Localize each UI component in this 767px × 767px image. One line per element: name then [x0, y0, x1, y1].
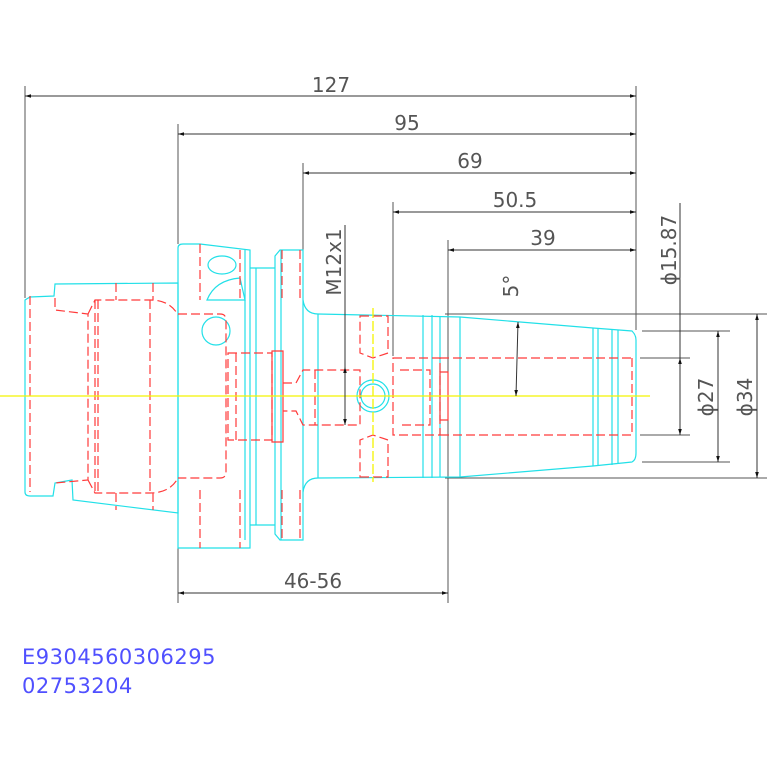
part-number: E9304560306295 — [22, 645, 216, 669]
dim-diameter-bore: ϕ15.87 — [657, 215, 681, 285]
dim-clamping-range: 46-56 — [284, 569, 342, 593]
dim-taper-angle: 5° — [499, 275, 523, 298]
dim-69: 69 — [457, 149, 482, 173]
dim-39: 39 — [530, 226, 555, 250]
dim-95: 95 — [394, 111, 419, 135]
dim-thread: M12x1 — [322, 228, 346, 295]
order-code: 02753204 — [22, 674, 133, 698]
dimension-lines — [25, 94, 759, 595]
dim-50-5: 50.5 — [493, 188, 538, 212]
hidden-lines — [29, 244, 633, 548]
extension-lines — [24, 86, 767, 603]
dim-diameter-shank: ϕ34 — [733, 378, 757, 417]
dim-diameter-tip: ϕ27 — [694, 378, 718, 417]
dim-overall-length: 127 — [312, 73, 350, 97]
